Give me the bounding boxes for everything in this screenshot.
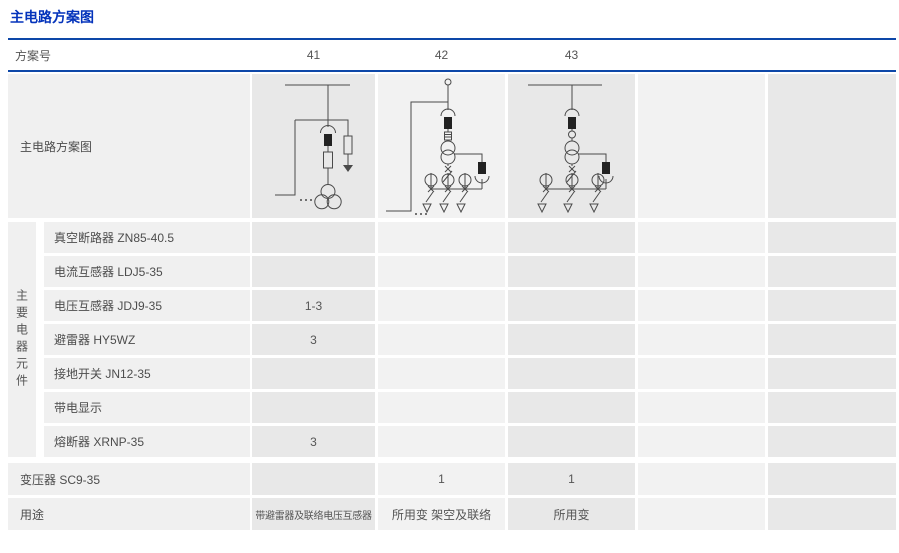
transformer-row-label: 变压器 SC9-35 xyxy=(8,463,250,495)
header-scheme-42: 42 xyxy=(434,48,449,62)
diagram-row-label: 主电路方案图 xyxy=(8,74,250,218)
component-qty-43 xyxy=(508,426,635,457)
component-qty-41: 1-3 xyxy=(252,290,375,321)
usage-43: 所用变 xyxy=(508,498,635,530)
diagram-cell-42 xyxy=(378,74,505,218)
component-qty-43 xyxy=(508,256,635,287)
component-qty-empty xyxy=(768,426,896,457)
page-title: 主电路方案图 xyxy=(10,9,94,25)
transformer-qty-empty xyxy=(768,463,896,495)
component-qty-42 xyxy=(378,426,505,457)
component-qty-empty xyxy=(638,358,765,389)
component-qty-43 xyxy=(508,222,635,253)
component-name: 熔断器 XRNP-35 xyxy=(44,426,250,457)
diagram-cell-41 xyxy=(252,74,375,218)
component-name: 真空断路器 ZN85-40.5 xyxy=(44,222,250,253)
component-name: 避雷器 HY5WZ xyxy=(44,324,250,355)
component-qty-42 xyxy=(378,256,505,287)
component-qty-empty xyxy=(768,222,896,253)
component-qty-41 xyxy=(252,222,375,253)
component-qty-empty xyxy=(768,324,896,355)
header-scheme-41: 41 xyxy=(306,48,321,62)
transformer-qty-41 xyxy=(252,463,375,495)
component-qty-empty xyxy=(768,256,896,287)
transformer-qty-43: 1 xyxy=(508,463,635,495)
diagram-cell-empty-1 xyxy=(638,74,765,218)
component-qty-42 xyxy=(378,358,505,389)
component-qty-42 xyxy=(378,222,505,253)
header-scheme-label: 方案号 xyxy=(15,48,52,63)
scheme-43-circuit-diagram-icon xyxy=(528,84,614,214)
component-qty-41: 3 xyxy=(252,426,375,457)
component-qty-empty xyxy=(638,256,765,287)
header-bottom-rule xyxy=(8,70,896,72)
component-qty-43 xyxy=(508,290,635,321)
component-name: 带电显示 xyxy=(44,392,250,423)
component-qty-empty xyxy=(768,290,896,321)
component-qty-empty xyxy=(768,358,896,389)
component-qty-42 xyxy=(378,290,505,321)
diagram-cell-empty-2 xyxy=(768,74,896,218)
scheme-41-circuit-diagram-icon xyxy=(275,84,353,210)
component-qty-41: 3 xyxy=(252,324,375,355)
component-qty-41 xyxy=(252,256,375,287)
component-qty-empty xyxy=(638,426,765,457)
component-qty-41 xyxy=(252,358,375,389)
component-qty-empty xyxy=(638,222,765,253)
transformer-qty-empty xyxy=(638,463,765,495)
component-qty-42 xyxy=(378,392,505,423)
component-qty-empty xyxy=(768,392,896,423)
component-qty-empty xyxy=(638,324,765,355)
usage-41: 带避雷器及联络电压互感器 xyxy=(252,498,375,530)
top-rule xyxy=(8,38,896,40)
component-qty-empty xyxy=(638,290,765,321)
component-name: 接地开关 JN12-35 xyxy=(44,358,250,389)
usage-42: 所用变 架空及联络 xyxy=(378,498,505,530)
usage-empty xyxy=(768,498,896,530)
component-qty-empty xyxy=(638,392,765,423)
scheme-42-circuit-diagram-icon xyxy=(386,78,490,215)
component-name: 电流互感器 LDJ5-35 xyxy=(44,256,250,287)
component-name: 电压互感器 JDJ9-35 xyxy=(44,290,250,321)
component-qty-43 xyxy=(508,358,635,389)
component-qty-43 xyxy=(508,324,635,355)
usage-row-label: 用途 xyxy=(8,498,250,530)
group-label-main-components: 主要电器元件 xyxy=(8,222,36,457)
group-label-text: 主要电器元件 xyxy=(14,288,29,391)
component-qty-42 xyxy=(378,324,505,355)
component-qty-41 xyxy=(252,392,375,423)
header-scheme-43: 43 xyxy=(564,48,579,62)
diagram-cell-43 xyxy=(508,74,635,218)
scheme-table: 方案号 41 42 43 主电路方案图 xyxy=(8,38,896,532)
component-qty-43 xyxy=(508,392,635,423)
usage-empty xyxy=(638,498,765,530)
transformer-qty-42: 1 xyxy=(378,463,505,495)
